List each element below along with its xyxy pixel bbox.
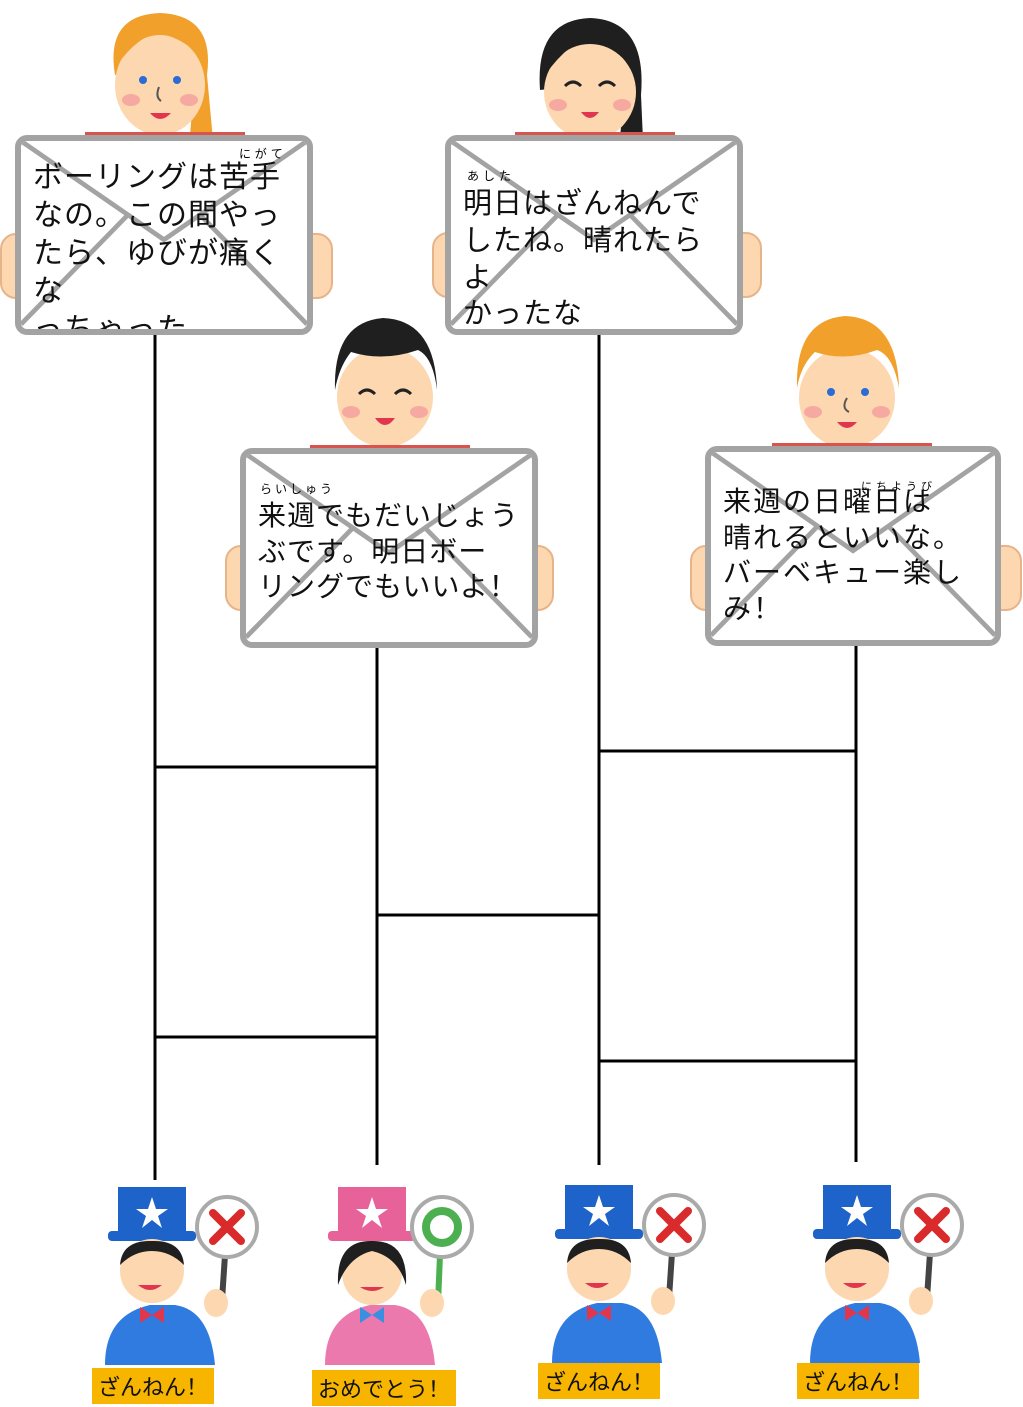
envelope-icon — [21, 141, 307, 326]
furigana: にちようび — [861, 480, 936, 493]
envelope-icon — [711, 452, 995, 637]
result-label: ざんねん！ — [538, 1363, 661, 1399]
envelope-icon — [451, 141, 737, 326]
sign-top-tab — [310, 445, 470, 449]
sign-top-tab — [515, 132, 675, 136]
judge-cross-icon — [105, 1187, 259, 1365]
message-sign-4: にちようび 来週の日曜日は 晴れるといいな。 バーベキュー楽し み！ — [705, 446, 1001, 646]
judge-circle-icon — [325, 1187, 474, 1365]
envelope-icon — [246, 454, 532, 639]
message-sign-3: らいしゅう 来週でもだいじょう ぶです。明日ボー リングでもいいよ！ — [240, 448, 538, 648]
boy-orange-hair-icon — [796, 316, 899, 448]
furigana: にがて — [239, 147, 287, 161]
message-sign-2: あした 明日はざんねんで したね。晴れたらよ かったなあ・・・。 — [445, 135, 743, 335]
furigana: あした — [467, 169, 516, 183]
sign-message: 明日はざんねんで したね。晴れたらよ かったなあ・・・。 — [463, 186, 704, 331]
furigana: らいしゅう — [260, 482, 336, 496]
woman-orange-hair-icon — [113, 13, 213, 140]
sign-top-tab — [772, 443, 932, 447]
result-label: おめでとう！ — [312, 1370, 457, 1406]
sign-top-tab — [85, 132, 245, 136]
sign-message: 来週でもだいじょう ぶです。明日ボー リングでもいいよ！ — [258, 499, 520, 604]
sign-message: 来週の日曜日は 晴れるといいな。 バーベキュー楽し み！ — [723, 485, 964, 625]
judge-cross-icon — [552, 1185, 706, 1363]
boy-black-hair-icon — [334, 318, 437, 447]
woman-black-hair-icon — [539, 18, 643, 140]
judge-cross-icon — [810, 1185, 964, 1363]
result-label: ざんねん！ — [92, 1368, 215, 1404]
message-sign-1: にがて ボーリングは苦手 なの。この間やっ たら、ゆびが痛くな っちゃった。 — [15, 135, 313, 335]
result-label: ざんねん！ — [797, 1363, 920, 1399]
sign-message: ボーリングは苦手 なの。この間やっ たら、ゆびが痛くな っちゃった。 — [33, 160, 281, 335]
